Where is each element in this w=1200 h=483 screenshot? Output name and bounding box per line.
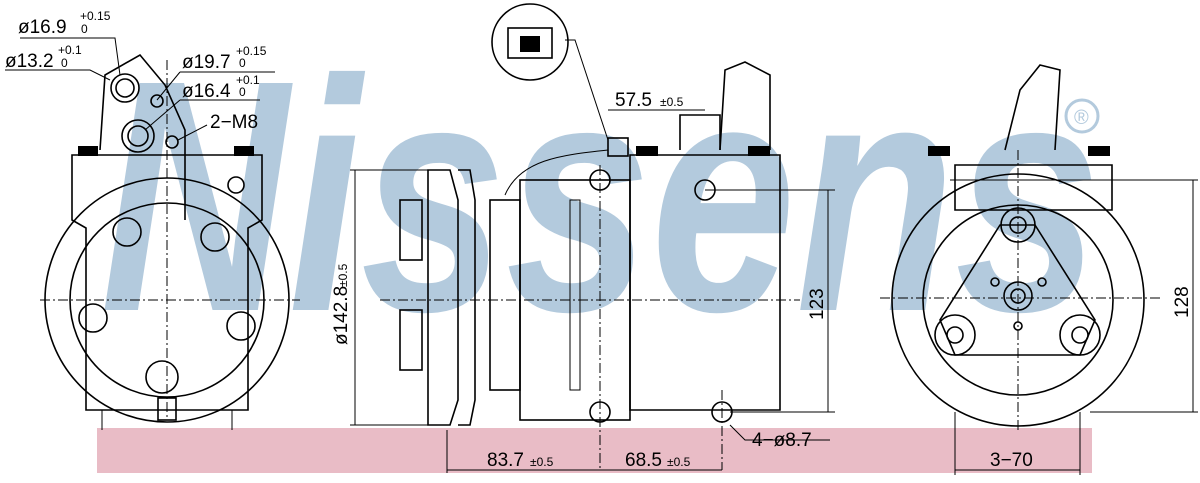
svg-text:ø16.9: ø16.9: [18, 17, 67, 38]
svg-text:128: 128: [1172, 286, 1193, 318]
svg-text:±0.5: ±0.5: [667, 455, 691, 469]
svg-text:57.5: 57.5: [615, 90, 652, 111]
svg-text:0: 0: [239, 56, 246, 70]
svg-text:2−M8: 2−M8: [210, 112, 258, 133]
svg-text:+0.1: +0.1: [58, 43, 82, 57]
front-labels: ø16.9 +0.150 ø13.2 +0.10 ø19.7 +0.150 ø1…: [5, 9, 267, 133]
svg-text:ø13.2: ø13.2: [5, 51, 54, 72]
svg-text:3−70: 3−70: [990, 450, 1033, 471]
svg-text:+0.15: +0.15: [80, 9, 111, 23]
svg-text:Nissens: Nissens: [100, 11, 1100, 380]
side-labels: 57.5 ±0.5 ø142.8±0.5 123 128 83.7±0.5 68…: [331, 90, 1193, 471]
svg-text:ø19.7: ø19.7: [182, 52, 231, 73]
svg-text:4−ø8.7: 4−ø8.7: [752, 430, 812, 451]
svg-text:+0.1: +0.1: [236, 73, 260, 87]
svg-text:+0.15: +0.15: [236, 44, 267, 58]
nissens-watermark: Nissens ®: [100, 11, 1100, 380]
svg-text:123: 123: [807, 288, 828, 320]
svg-text:0: 0: [81, 22, 88, 36]
svg-text:0: 0: [239, 85, 246, 99]
svg-text:68.5: 68.5: [625, 450, 662, 471]
side-view: [380, 61, 800, 473]
svg-text:83.7: 83.7: [487, 450, 524, 471]
pink-band: [97, 428, 1092, 473]
rear-view: [880, 64, 1160, 430]
svg-text:±0.5: ±0.5: [336, 263, 350, 287]
svg-text:®: ®: [1074, 107, 1089, 129]
svg-text:ø142.8: ø142.8: [331, 286, 352, 345]
svg-text:ø16.4: ø16.4: [182, 81, 231, 102]
svg-text:0: 0: [61, 56, 68, 70]
connector-callout: [491, 3, 609, 141]
front-view: [40, 53, 300, 430]
svg-text:±0.5: ±0.5: [530, 455, 554, 469]
dimension-lines: [350, 109, 1198, 475]
leaders: [5, 37, 275, 141]
svg-text:±0.5: ±0.5: [660, 95, 684, 109]
